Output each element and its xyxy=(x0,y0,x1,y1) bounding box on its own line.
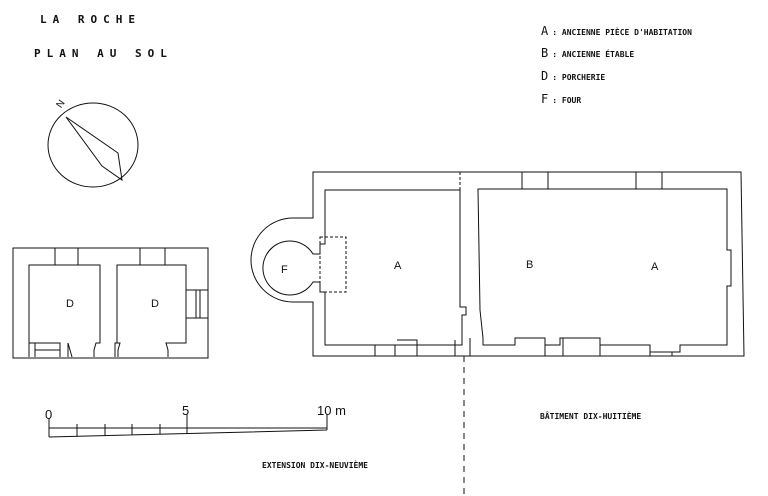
pigsty-top-openings xyxy=(54,248,166,265)
room-label-f: F xyxy=(281,264,288,276)
legend-key: A xyxy=(541,24,549,38)
scale-label-0: 0 xyxy=(45,407,52,422)
legend-item: A: ANCIENNE PIÈCE D'HABITATION xyxy=(541,24,692,38)
scale-label-10m: 10 m xyxy=(317,403,346,418)
north-compass: N xyxy=(47,98,139,188)
legend-item: B: ANCIENNE ÉTABLE xyxy=(541,46,634,60)
legend-label: ANCIENNE ÉTABLE xyxy=(561,50,635,59)
legend-sep: : xyxy=(552,73,558,82)
legend-item: D: PORCHERIE xyxy=(541,69,605,83)
bottom-openings xyxy=(374,338,673,356)
room-label-d1: D xyxy=(66,298,74,310)
oven-dashed-outline xyxy=(319,236,347,293)
room-a-left-wall xyxy=(262,189,467,346)
compass-circle xyxy=(47,102,139,188)
drawing-subtitle: PLAN AU SOL xyxy=(34,47,173,60)
room-label-d2: D xyxy=(151,298,159,310)
pigsty-room-2 xyxy=(114,264,187,357)
legend-key: B xyxy=(541,46,549,60)
room-b-a-right-wall xyxy=(477,188,732,353)
pigsty-outer-wall xyxy=(12,247,209,359)
legend-label: PORCHERIE xyxy=(561,73,606,82)
pigsty-building: D D xyxy=(12,247,209,359)
room-label-a-left: A xyxy=(394,260,402,272)
scale-bar-lines xyxy=(48,414,328,438)
compass-needle-icon xyxy=(65,116,123,182)
drawing-title: LA ROCHE xyxy=(40,13,141,26)
top-window-openings xyxy=(521,172,663,189)
legend-item: F: FOUR xyxy=(541,92,581,106)
legend-label: FOUR xyxy=(561,96,582,105)
pigsty-room-1 xyxy=(28,264,101,358)
scale-label-5: 5 xyxy=(182,403,189,418)
legend-key: F xyxy=(541,92,549,106)
scale-bar: 0 5 10 m xyxy=(45,403,346,438)
pigsty-side-window xyxy=(186,289,208,319)
caption-19th-extension: EXTENSION DIX-NEUVIÈME xyxy=(262,461,368,470)
north-label: N xyxy=(54,98,67,110)
legend-sep: : xyxy=(552,96,558,105)
room-label-a-right: A xyxy=(651,261,659,273)
legend-label: ANCIENNE PIÈCE D'HABITATION xyxy=(561,28,692,37)
legend-key: D xyxy=(541,69,549,83)
room-label-b: B xyxy=(526,259,533,271)
legend-sep: : xyxy=(552,50,558,59)
main-building: F A B A xyxy=(250,171,745,357)
main-outer-wall xyxy=(250,171,745,357)
caption-18th-building: BÂTIMENT DIX-HUITIÈME xyxy=(540,412,642,421)
legend-sep: : xyxy=(552,28,558,37)
